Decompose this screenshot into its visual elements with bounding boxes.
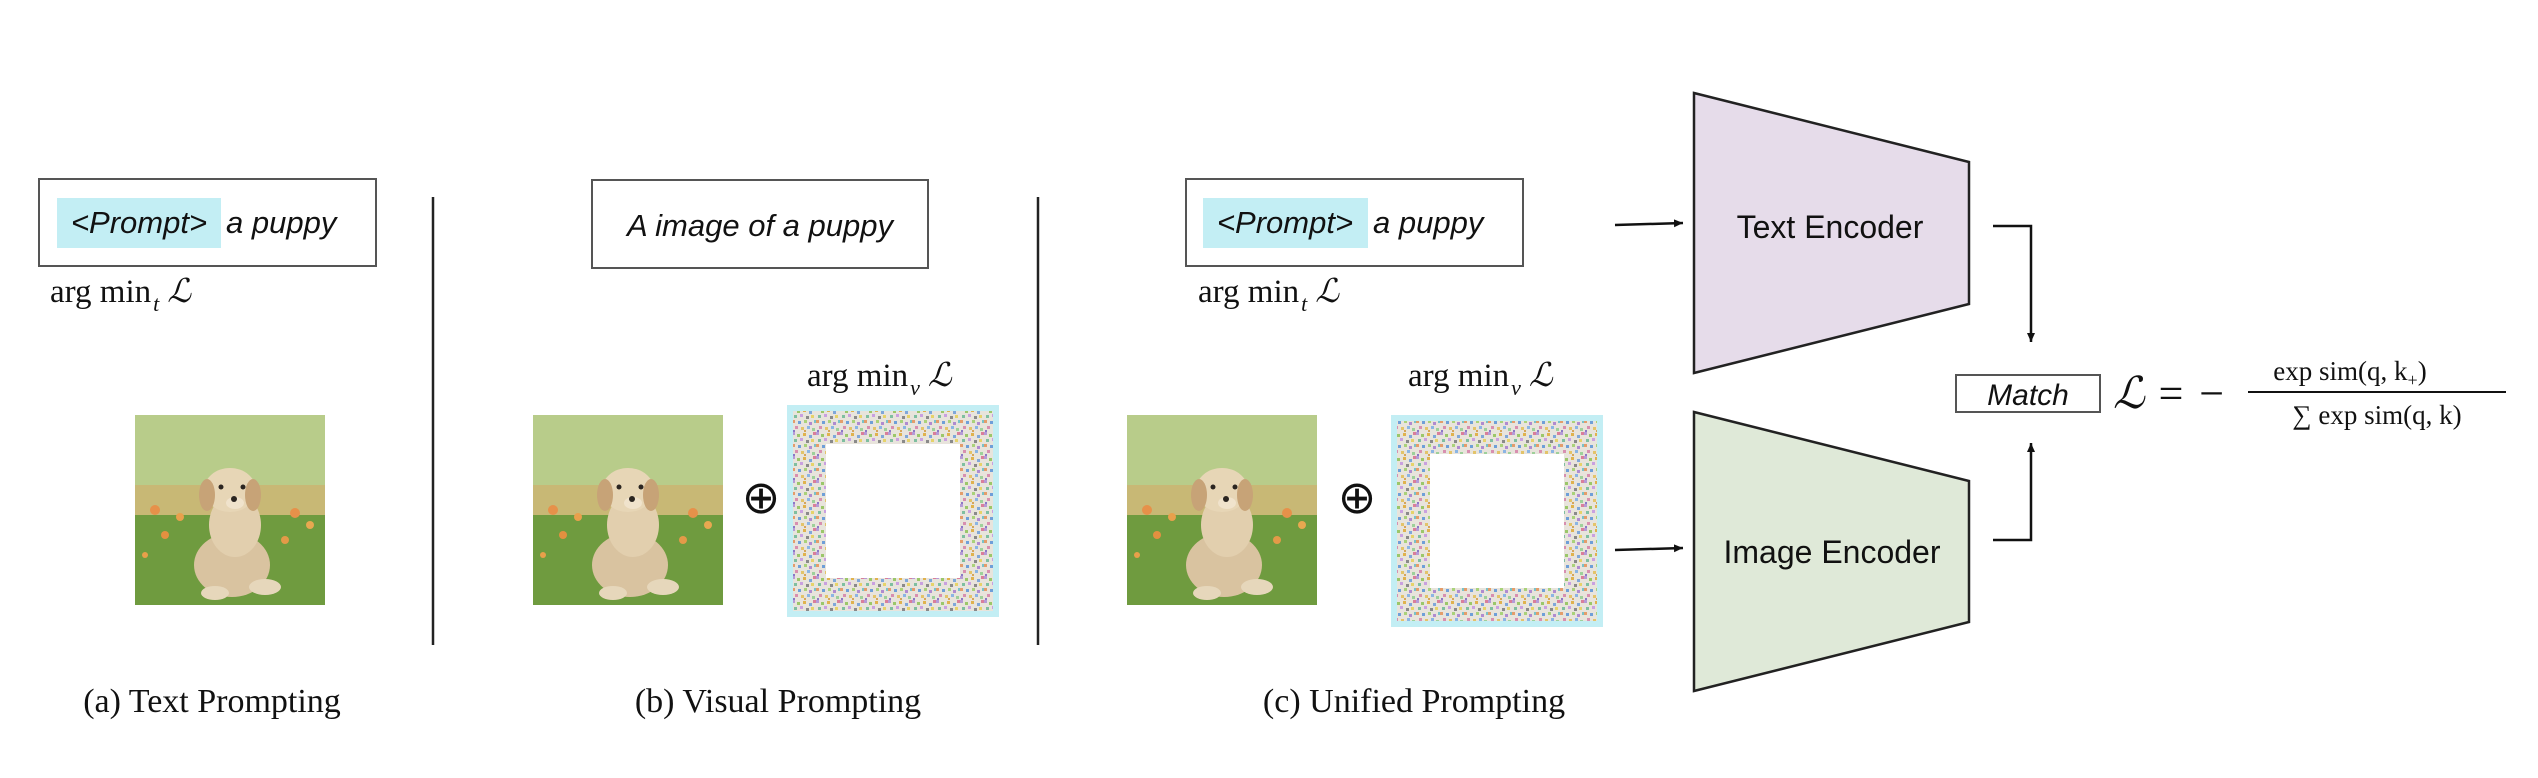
loss-denominator: ∑ exp sim(q, k): [2292, 400, 2461, 430]
arrow-image-encoder-to-match: [1993, 443, 2035, 542]
panel-c-plus-icon: ⊕: [1338, 472, 1377, 523]
panel-b-text-box: [591, 179, 929, 269]
panel-b-text: A image of a puppy: [625, 208, 895, 243]
text-encoder: Text Encoder: [1692, 91, 1971, 375]
arrow-text-encoder-to-match: [1993, 224, 2035, 342]
image-encoder-label: Image Encoder: [1723, 534, 1940, 570]
panel-b-plus-icon: ⊕: [742, 472, 781, 523]
panel-a-caption: (a) Text Prompting: [83, 683, 341, 720]
panel-b-caption: (b) Visual Prompting: [635, 683, 921, 720]
panel-a-prompt-text: a puppy: [226, 205, 339, 240]
panel-c-prompt-token: <Prompt>: [1217, 205, 1353, 240]
panel-a-puppy-image: [135, 415, 325, 605]
match-box: [1955, 374, 2101, 413]
contrastive-loss-formula: ℒ = − exp sim(q, k+) ∑ exp sim(q, k): [2113, 356, 2506, 430]
match-label: Match: [1987, 379, 2069, 412]
match-block: Match: [1955, 374, 2101, 413]
text-encoder-label: Text Encoder: [1737, 209, 1924, 245]
panel-c-puppy-image: [1127, 415, 1317, 605]
panel-c-caption: (c) Unified Prompting: [1263, 683, 1565, 720]
panel-b-visual-prompt-frame: [787, 405, 999, 617]
panel-c-prompt-text: a puppy: [1373, 205, 1486, 240]
loss-numerator: exp sim(q, k+): [2273, 356, 2426, 390]
panel-a-prompt-token: <Prompt>: [71, 205, 207, 240]
panel-c-prompt-token-highlight: [1203, 198, 1368, 248]
loss-lhs: ℒ = −: [2113, 369, 2226, 418]
panel-a-prompt-token-highlight: [57, 198, 221, 248]
arrow-to-text-encoder: [1614, 219, 1684, 228]
panel-c-visual-prompt-frame: [1391, 415, 1603, 627]
arrow-to-image-encoder: [1614, 544, 1684, 553]
image-encoder: Image Encoder: [1692, 410, 1971, 693]
panel-b-puppy-image: [533, 415, 723, 605]
